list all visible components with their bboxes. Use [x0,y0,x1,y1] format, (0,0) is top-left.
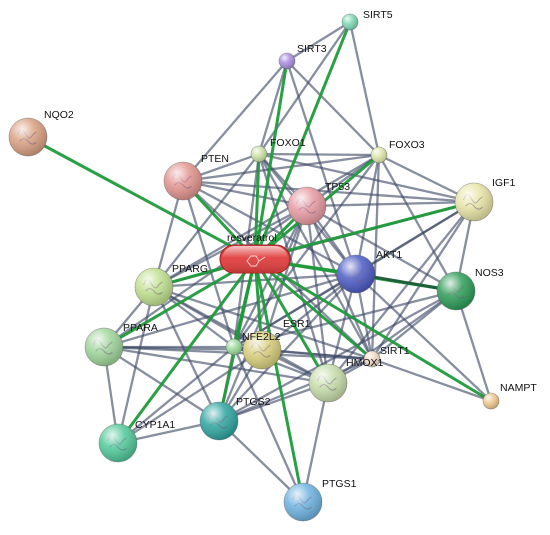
edge-foxo3-sirt1 [370,154,381,360]
node-igf1[interactable]: IGF1 [454,177,515,222]
edge-evidence-resveratrol-foxo1 [253,153,261,260]
edge-hmox1-ptgs2 [218,381,329,423]
edge-tp53-ptgs2 [217,205,309,422]
node-label: NAMPT [500,382,537,394]
edge-akt1-nfe2l2 [261,273,357,351]
edge-pparg-hmox1 [153,285,329,385]
edge-sirt3-foxo3 [286,60,380,156]
node-akt1[interactable]: AKT1 [336,249,402,294]
node-pparg[interactable]: PPARG [134,263,208,307]
edge-evidence-resveratrol-ptgs1 [253,258,305,503]
node-label: SIRT1 [380,345,410,357]
edge-evidence-resveratrol-hmox1 [253,258,330,384]
edge-foxo3-pparg [153,154,380,288]
node-sirt1[interactable]: SIRT1 [363,345,410,368]
edge-akt1-pparg [153,272,357,289]
edge-tp53-esr1 [232,205,309,348]
node-cyp1a1[interactable]: CYP1A1 [98,419,175,463]
edge-evidence-resveratrol-nqo2 [27,135,256,261]
edge-esr1-ptgs1 [232,346,305,503]
node-label: FOXO1 [270,137,306,149]
edge-esr1-cyp1a1 [117,346,235,444]
edge-evidence-resveratrol-cyp1a1 [116,258,257,444]
node-nos3[interactable]: NOS3 [436,267,504,311]
node-esr1[interactable]: ESR1 [225,318,311,356]
edge-pparg-sirt1 [153,285,373,361]
edge-hmox1-ptgs1 [301,382,330,503]
edge-foxo3-akt1 [354,154,381,275]
edge-akt1-ppara [103,272,357,349]
edge-tp53-ppara [103,205,308,348]
node-foxo1[interactable]: FOXO1 [250,137,306,163]
node-label: ESR1 [283,318,311,330]
edge-akt1-nampt [355,273,492,402]
edge-evidence-resveratrol-sirt1 [254,257,373,361]
node-label: FOXO3 [389,139,425,151]
node-label: PTEN [201,153,229,165]
node-label: PPARG [172,263,208,275]
node-label: SIRT5 [363,9,393,21]
node-label: HMOX1 [346,357,384,369]
edge-pparg-cyp1a1 [116,286,156,444]
edge-foxo1-pparg [153,153,260,288]
edge-foxo3-nos3 [377,154,458,292]
edge-evidence-resveratrol-igf1 [254,200,475,261]
edge-ptgs2-ptgs1 [218,420,304,503]
node-sirt3[interactable]: SIRT3 [278,43,327,70]
node-label: resveratrol [227,232,277,244]
node-ppara[interactable]: PPARA [84,322,158,367]
node-label: PPARA [123,322,158,334]
node-label: TP53 [325,181,350,193]
edge-sirt5-sirt3 [286,21,351,62]
edge-foxo1-foxo3 [258,152,380,157]
edge-nos3-nampt [454,290,493,402]
node-label: AKT1 [376,249,402,261]
edge-sirt3-foxo1 [257,60,289,155]
edge-tp53-nos3 [306,205,457,292]
edge-akt1-ptgs2 [218,273,357,422]
edge-tp53-igf1 [306,200,475,208]
node-ptgs1[interactable]: PTGS1 [283,478,357,522]
edge-nfe2l2-cyp1a1 [117,349,263,444]
edge-pten-esr1 [181,180,236,348]
node-label: PTGS1 [322,478,357,490]
edge-sirt1-nampt [371,357,492,403]
edge-ppara-hmox1 [103,345,329,385]
edge-evidence-resveratrol-ppara [103,257,256,349]
node-label: PTGS2 [236,396,271,408]
node-tp53[interactable]: TP53 [287,181,350,226]
edge-sirt3-pten [182,60,288,182]
edge-sirt1-ptgs2 [218,357,373,423]
edge-tp53-hmox1 [305,205,330,384]
node-ptgs2[interactable]: PTGS2 [199,396,271,441]
edge-evidence-resveratrol-sirt3 [253,60,289,260]
node-label: CYP1A1 [135,419,175,431]
node-nfe2l2[interactable]: NFE2L2 [242,330,282,370]
edge-evidence-resveratrol-nampt [254,257,492,403]
node-hmox1[interactable]: HMOX1 [308,357,384,403]
node-pten[interactable]: PTEN [163,153,229,201]
edge-pten-tp53 [182,179,308,208]
node-resveratrol[interactable]: resveratrol [219,232,291,274]
edge-pten-akt1 [182,179,357,276]
node-sirt5[interactable]: SIRT5 [341,9,393,31]
node-label: IGF1 [492,177,515,189]
edge-sirt5-foxo3 [348,21,381,156]
edge-foxo3-pten [182,153,380,183]
edge-evidence-resveratrol-sirt5 [253,21,352,260]
node-label: NQO2 [44,109,74,121]
edge-pparg-ptgs2 [152,286,221,422]
node-label: NOS3 [475,267,504,279]
node-label: NFE2L2 [242,331,281,343]
node-label: SIRT3 [297,43,327,55]
node-foxo3[interactable]: FOXO3 [370,139,425,164]
edge-pten-igf1 [182,179,475,204]
node-nqo2[interactable]: NQO2 [8,109,74,157]
edge-igf1-sirt1 [371,201,475,360]
node-nampt[interactable]: NAMPT [482,382,537,410]
